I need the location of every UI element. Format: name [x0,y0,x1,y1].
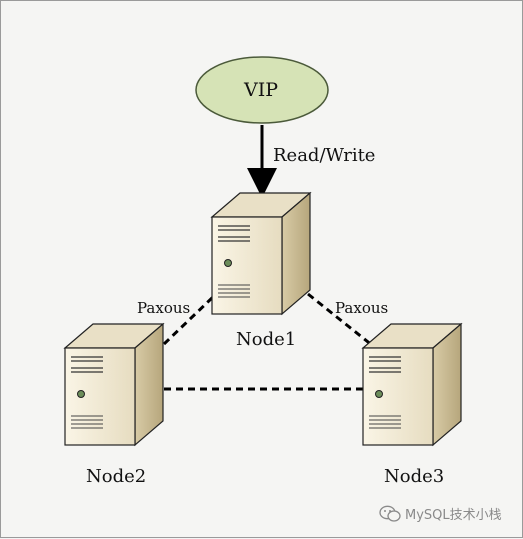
vip-label: VIP [244,79,279,101]
node2-label: Node2 [86,466,147,487]
watermark-text: MySQL技术小栈 [405,508,502,523]
read-write-label: Read/Write [273,145,376,166]
paxos-right-label: Paxous [335,299,389,317]
vip-ellipse [195,56,329,124]
paxos-left-label: Paxous [137,299,191,317]
node3-server-icon [362,323,462,446]
node3-label: Node3 [384,466,445,487]
node1-label: Node1 [236,329,297,350]
watermark: MySQL技术小栈 [379,504,502,523]
node1-server-icon [211,192,311,315]
link-node1-node3 [307,292,374,348]
wechat-icon [379,505,401,522]
node2-server-icon [64,323,164,446]
